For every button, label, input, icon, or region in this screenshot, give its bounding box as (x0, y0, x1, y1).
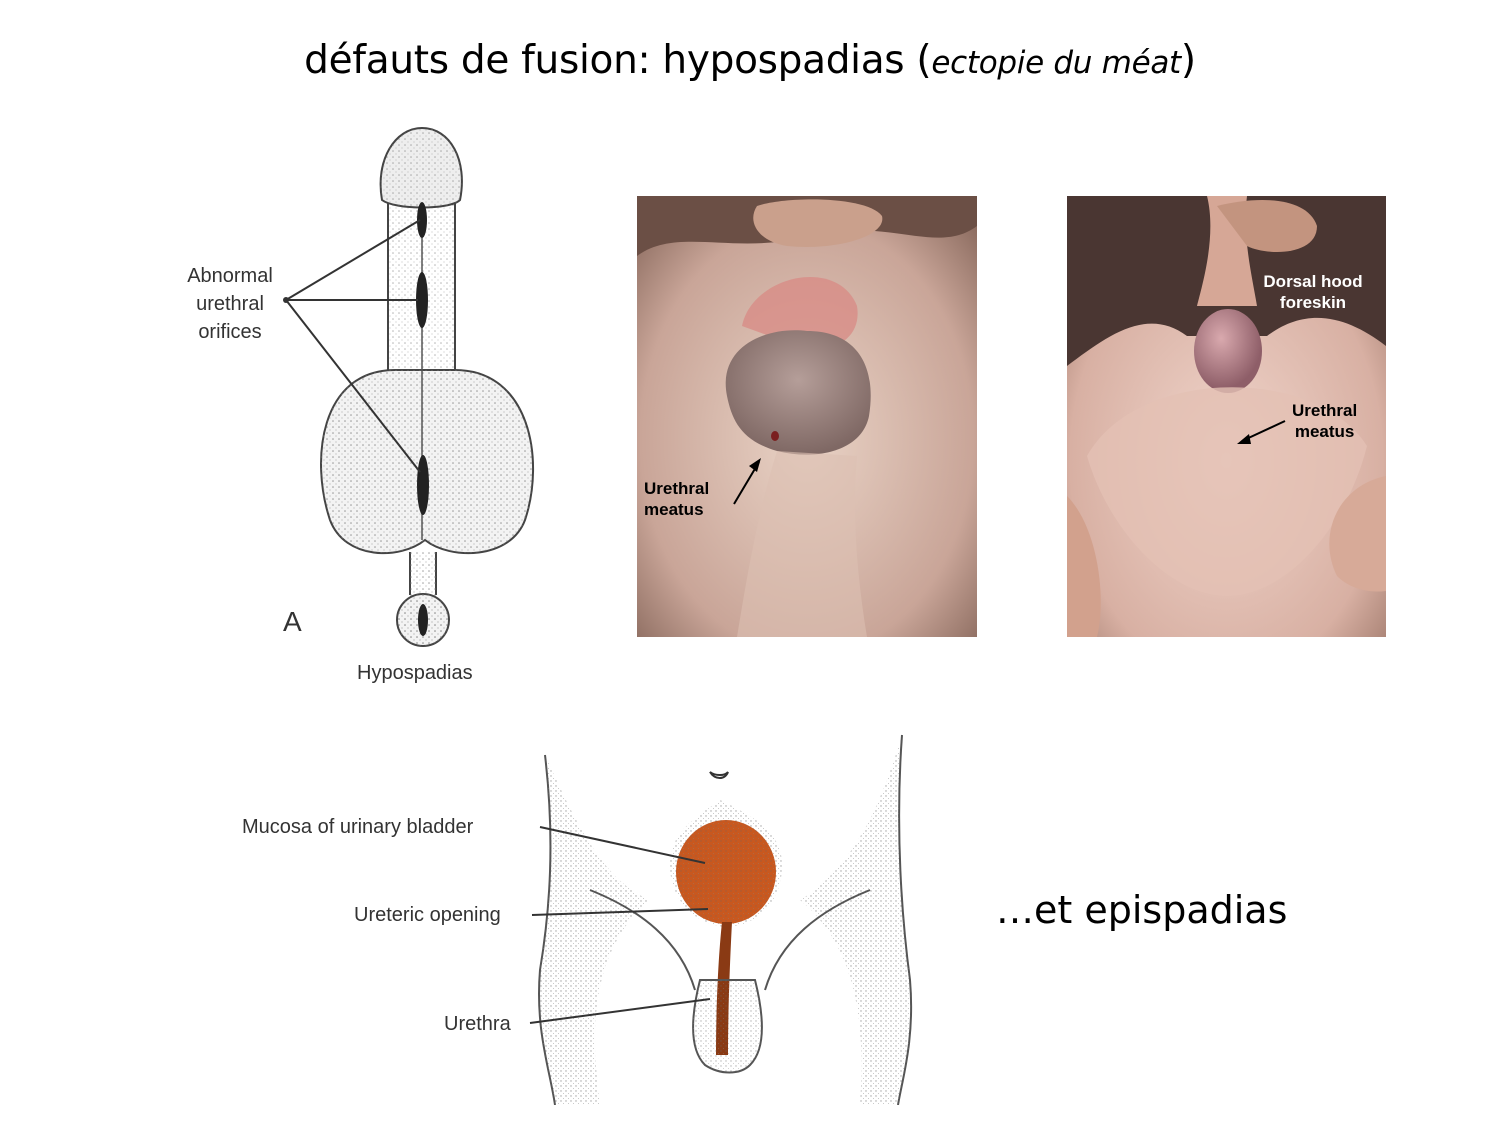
photo2-hood-line2: foreskin (1279, 293, 1347, 312)
abnormal-label-line1: Abnormal (187, 265, 273, 287)
urethra-label: Urethra (444, 1013, 511, 1035)
photo1-label-line2: meatus (644, 500, 704, 519)
hypospadias-drawing (283, 126, 535, 647)
mucosa-label: Mucosa of urinary bladder (242, 816, 474, 838)
photo2-meatus-line2: meatus (1294, 422, 1355, 441)
photo2-meatus-label: Urethral meatus (1292, 400, 1357, 442)
photo2-hood-label: Dorsal hood foreskin (1250, 271, 1376, 313)
epispadias-leader-lines (529, 826, 711, 1024)
hypospadias-photo-1 (637, 196, 977, 637)
photo1-label-line1: Urethral (644, 479, 710, 498)
abnormal-orifices-label: Abnormal urethral orifices (178, 262, 282, 346)
slide-title: défauts de fusion: hypospadias (ectopie … (0, 38, 1500, 83)
title-close: ) (1180, 38, 1196, 83)
abnormal-label-line3: orifices (198, 321, 262, 343)
epispadias-text: …et epispadias (996, 888, 1288, 932)
panel-letter-a: A (283, 606, 302, 637)
hypospadias-caption: Hypospadias (357, 662, 473, 684)
photo2-hood-line1: Dorsal hood (1263, 272, 1363, 291)
photo2-meatus-line1: Urethral (1292, 401, 1358, 420)
hypospadias-photo-2 (1067, 196, 1386, 637)
title-main: défauts de fusion: hypospadias ( (304, 38, 932, 83)
title-italic: ectopie du méat (931, 45, 1181, 81)
ureteric-opening-label: Ureteric opening (354, 904, 501, 926)
abnormal-label-line2: urethral (196, 293, 264, 315)
photo1-meatus-label: Urethral meatus (644, 478, 709, 520)
